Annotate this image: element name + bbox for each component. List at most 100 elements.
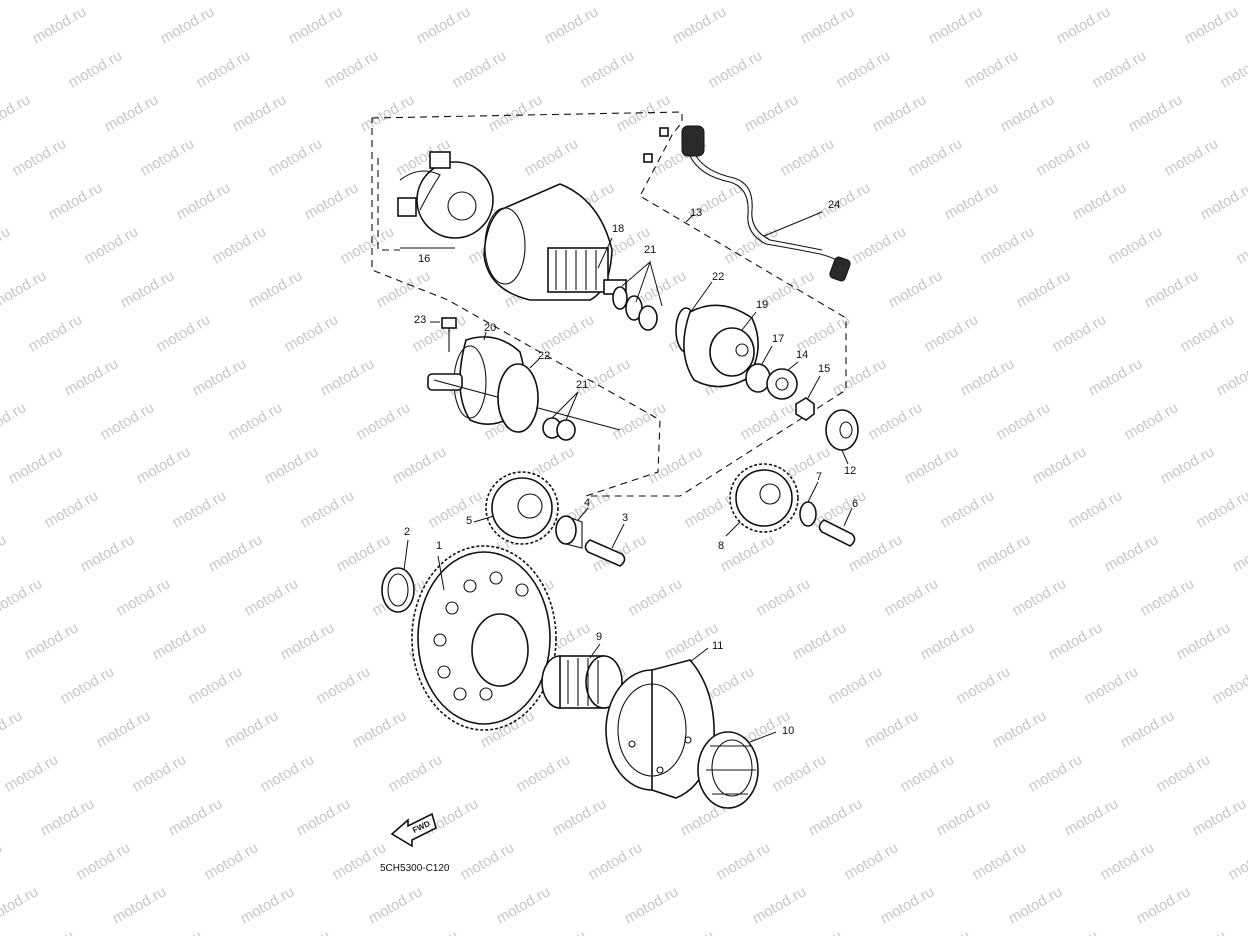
watermark-text: motod.ru [282, 311, 342, 355]
watermark-text: motod.ru [82, 223, 142, 267]
watermark-text: motod.ru [626, 575, 686, 619]
one-way-clutch [697, 731, 777, 809]
watermark-text: motod.ru [486, 91, 546, 135]
watermark-text: motod.ru [1234, 223, 1248, 267]
watermark-text: motod.ru [0, 399, 29, 443]
watermark-text: motod.ru [26, 311, 86, 355]
watermark-text: motod.ru [1082, 663, 1142, 707]
callout-19: 19 [756, 299, 768, 311]
watermark-text: motod.ru [1010, 575, 1070, 619]
watermark-text: motod.ru [1198, 179, 1248, 223]
watermark-text: motod.ru [138, 135, 198, 179]
watermark-text: motod.ru [1006, 883, 1066, 927]
watermark-text: motod.ru [186, 663, 246, 707]
watermark-text: motod.ru [586, 839, 646, 883]
watermark-text: motod.ru [18, 927, 78, 936]
watermark-text: motod.ru [826, 663, 886, 707]
assembly-leader-13 [685, 213, 695, 223]
watermark-text: motod.ru [918, 619, 978, 663]
callout-21: 21 [644, 244, 656, 256]
forward-arrow: FWD [390, 812, 437, 848]
watermark-text: motod.ru [42, 487, 102, 531]
watermark-text: motod.ru [970, 839, 1030, 883]
watermark-text: motod.ru [202, 839, 262, 883]
watermark-text: motod.ru [762, 0, 822, 3]
watermark-text: motod.ru [670, 3, 730, 47]
watermark-text: motod.ru [150, 619, 210, 663]
watermark-text: motod.ru [1162, 135, 1222, 179]
watermark-text: motod.ru [1210, 663, 1248, 707]
callout-1: 1 [436, 540, 442, 552]
watermark-text: motod.ru [118, 267, 178, 311]
watermark-text: motod.ru [110, 883, 170, 927]
watermark-text: motod.ru [1170, 927, 1230, 936]
watermark-text: motod.ru [10, 135, 70, 179]
watermark-text: motod.ru [6, 443, 66, 487]
watermark-text: motod.ru [1218, 47, 1248, 91]
watermark-text: motod.ru [278, 619, 338, 663]
nut [795, 375, 821, 421]
watermark-text: motod.ru [358, 91, 418, 135]
watermark-text: motod.ru [1126, 91, 1186, 135]
watermark-text: motod.ru [366, 883, 426, 927]
watermark-text: motod.ru [114, 575, 174, 619]
callout-8: 8 [718, 540, 724, 552]
callout-15: 15 [818, 363, 830, 375]
watermark-text: motod.ru [1154, 751, 1214, 795]
watermark-text: motod.ru [94, 707, 154, 751]
starter-motor-boundary [371, 111, 847, 497]
watermark-text: motod.ru [2, 751, 62, 795]
callout-7: 7 [816, 471, 822, 483]
watermark-text: motod.ru [958, 355, 1018, 399]
watermark-text: motod.ru [1226, 839, 1248, 883]
watermark-text: motod.ru [390, 443, 450, 487]
watermark-text: motod.ru [0, 0, 53, 3]
watermark-text: motod.ru [1142, 267, 1202, 311]
drawing-code: 5CH5300-C120 [380, 863, 450, 874]
watermark-text: motod.ru [414, 3, 474, 47]
callout-5: 5 [466, 515, 472, 527]
watermark-text: motod.ru [574, 355, 634, 399]
watermark-text: motod.ru [1118, 707, 1178, 751]
watermark-text: motod.ru [738, 399, 798, 443]
watermark-text: motod.ru [842, 839, 902, 883]
watermark-text: motod.ru [62, 355, 122, 399]
callout-13: 13 [690, 207, 702, 219]
watermark-text: motod.ru [66, 47, 126, 91]
watermark-text: motod.ru [718, 531, 778, 575]
watermark-text: motod.ru [1042, 927, 1102, 936]
watermark-text: motod.ru [998, 91, 1058, 135]
watermark-text: motod.ru [714, 839, 774, 883]
callout-4: 4 [584, 497, 590, 509]
watermark-text: motod.ru [754, 575, 814, 619]
watermark-text: motod.ru [878, 883, 938, 927]
watermark-text: motod.ru [1182, 3, 1242, 47]
watermark-text: motod.ru [1018, 0, 1078, 3]
watermark-text: motod.ru [146, 927, 206, 936]
watermark-text: motod.ru [226, 399, 286, 443]
watermark-text: motod.ru [898, 751, 958, 795]
callout-10: 10 [782, 725, 794, 737]
watermark-text: motod.ru [174, 179, 234, 223]
watermark-text: motod.ru [750, 883, 810, 927]
watermark-text: motod.ru [1102, 531, 1162, 575]
pinion-gear [766, 361, 799, 400]
watermark-text: motod.ru [298, 487, 358, 531]
callout-11: 11 [712, 640, 723, 652]
needle-bearing-9 [541, 643, 623, 709]
watermark-text: motod.ru [314, 663, 374, 707]
bolt [430, 317, 457, 352]
watermark-text: motod.ru [154, 311, 214, 355]
callout-2: 2 [404, 526, 410, 538]
watermark-text: motod.ru [1070, 179, 1130, 223]
watermark-text: motod.ru [890, 0, 950, 3]
watermark-text: motod.ru [902, 443, 962, 487]
watermark-text: motod.ru [926, 3, 986, 47]
watermark-text: motod.ru [778, 135, 838, 179]
watermark-text: motod.ru [798, 3, 858, 47]
callout-18: 18 [612, 223, 624, 235]
watermark-text: motod.ru [0, 531, 9, 575]
watermark-text: motod.ru [450, 47, 510, 91]
watermark-text: motod.ru [1178, 311, 1238, 355]
